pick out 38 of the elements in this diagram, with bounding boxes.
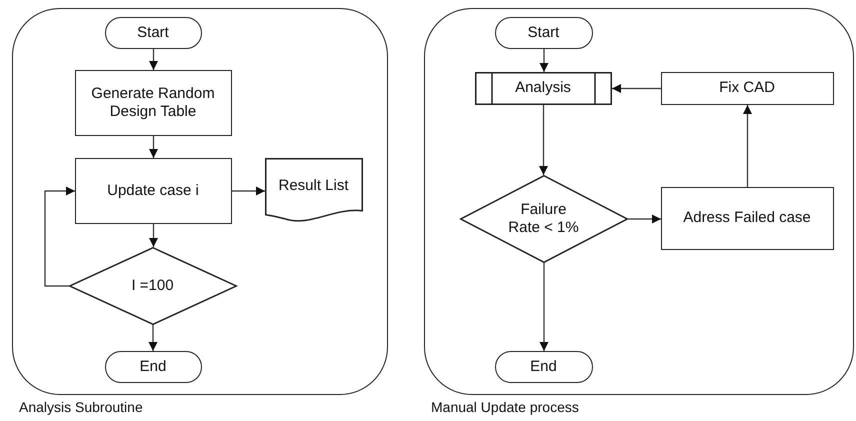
node-label: End <box>530 358 557 376</box>
arrow <box>232 186 265 196</box>
node-label: Start <box>528 24 560 42</box>
decision-diamond <box>460 174 628 262</box>
node-label: Generate Random Design Table <box>90 84 216 120</box>
node-label: I =100 <box>131 276 174 294</box>
arrow <box>148 325 158 351</box>
document-box <box>264 158 362 224</box>
arrow <box>149 224 158 247</box>
arrow <box>539 105 548 175</box>
node-label: Result List <box>278 176 349 194</box>
node-label: Analysis <box>515 79 571 97</box>
process-box <box>660 72 834 104</box>
panel-caption: Analysis Subroutine <box>19 399 143 416</box>
arrow <box>44 186 75 287</box>
arrow <box>540 49 548 72</box>
arrow <box>540 263 548 351</box>
node-label: End <box>140 358 166 376</box>
process-box <box>660 186 834 250</box>
decision-diamond <box>68 246 236 324</box>
node-label: Adress Failed case <box>683 209 811 227</box>
process-box <box>74 158 232 224</box>
node-label: Fix CAD <box>719 79 775 97</box>
arrow <box>149 49 158 70</box>
node-label: Start <box>137 24 169 42</box>
arrow <box>628 214 661 224</box>
terminal-box <box>494 350 592 382</box>
arrow <box>612 84 661 93</box>
arrow <box>149 136 158 158</box>
process-box <box>74 70 232 136</box>
node-label: Failure Rate < 1% <box>507 200 580 236</box>
panel-caption: Manual Update process <box>431 399 579 416</box>
terminal-box <box>104 350 202 382</box>
node-label: Update case i <box>107 182 199 200</box>
terminal-box <box>104 16 202 48</box>
subroutine-box <box>474 72 612 104</box>
arrow <box>743 105 752 187</box>
terminal-box <box>494 16 592 48</box>
